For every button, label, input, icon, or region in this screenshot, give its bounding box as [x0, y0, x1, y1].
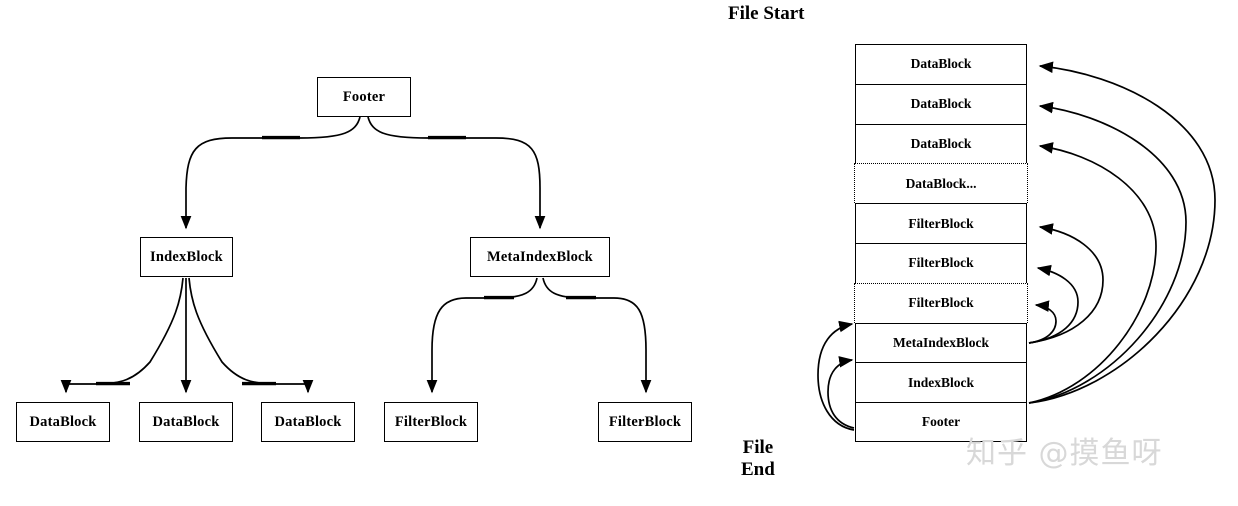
file-row-datablock-ellipsis: DataBlock... — [854, 163, 1028, 204]
tree-node-metaindexblock: MetaIndexBlock — [470, 237, 610, 277]
file-layout-stack: DataBlock DataBlock DataBlock DataBlock.… — [854, 44, 1028, 442]
file-row-footer: Footer — [856, 402, 1026, 442]
file-start-label: File Start — [728, 3, 805, 24]
file-row-label: Footer — [921, 414, 961, 430]
file-row-datablock-3: DataBlock — [856, 123, 1026, 164]
tree-node-label: Footer — [342, 88, 386, 105]
tree-node-datablock-2: DataBlock — [139, 402, 233, 442]
tree-node-label: MetaIndexBlock — [487, 248, 593, 265]
tree-node-datablock-3: DataBlock — [261, 402, 355, 442]
file-row-label: DataBlock — [910, 56, 972, 72]
tree-node-label: DataBlock — [29, 413, 97, 430]
file-row-datablock-2: DataBlock — [856, 83, 1026, 124]
tree-node-label: IndexBlock — [150, 248, 223, 265]
file-row-label: MetaIndexBlock — [893, 334, 989, 350]
tree-node-label: DataBlock — [152, 413, 220, 430]
file-row-label: DataBlock — [910, 135, 972, 151]
file-row-label: DataBlock... — [905, 175, 977, 191]
file-row-label: FilterBlock — [908, 295, 974, 311]
file-row-label: IndexBlock — [907, 374, 975, 390]
file-end-label: File End — [741, 437, 775, 481]
watermark-text: 知乎 @摸鱼呀 — [966, 436, 1163, 471]
file-row-filterblock-2: FilterBlock — [856, 242, 1026, 283]
tree-node-filterblock-2: FilterBlock — [598, 402, 692, 442]
file-row-label: FilterBlock — [908, 215, 974, 231]
tree-node-footer: Footer — [317, 77, 411, 117]
tree-node-label: DataBlock — [274, 413, 342, 430]
file-row-filterblock-1: FilterBlock — [856, 203, 1026, 243]
file-row-metaindexblock: MetaIndexBlock — [856, 322, 1026, 363]
tree-node-filterblock-1: FilterBlock — [384, 402, 478, 442]
tree-node-datablock-1: DataBlock — [16, 402, 110, 442]
file-row-filterblock-3: FilterBlock — [854, 282, 1028, 323]
file-row-indexblock: IndexBlock — [856, 362, 1026, 403]
file-row-label: FilterBlock — [908, 255, 974, 271]
file-row-label: DataBlock — [910, 96, 972, 112]
tree-node-label: FilterBlock — [608, 413, 682, 430]
tree-node-indexblock: IndexBlock — [140, 237, 233, 277]
file-row-datablock-1: DataBlock — [856, 44, 1026, 84]
tree-node-label: FilterBlock — [394, 413, 468, 430]
